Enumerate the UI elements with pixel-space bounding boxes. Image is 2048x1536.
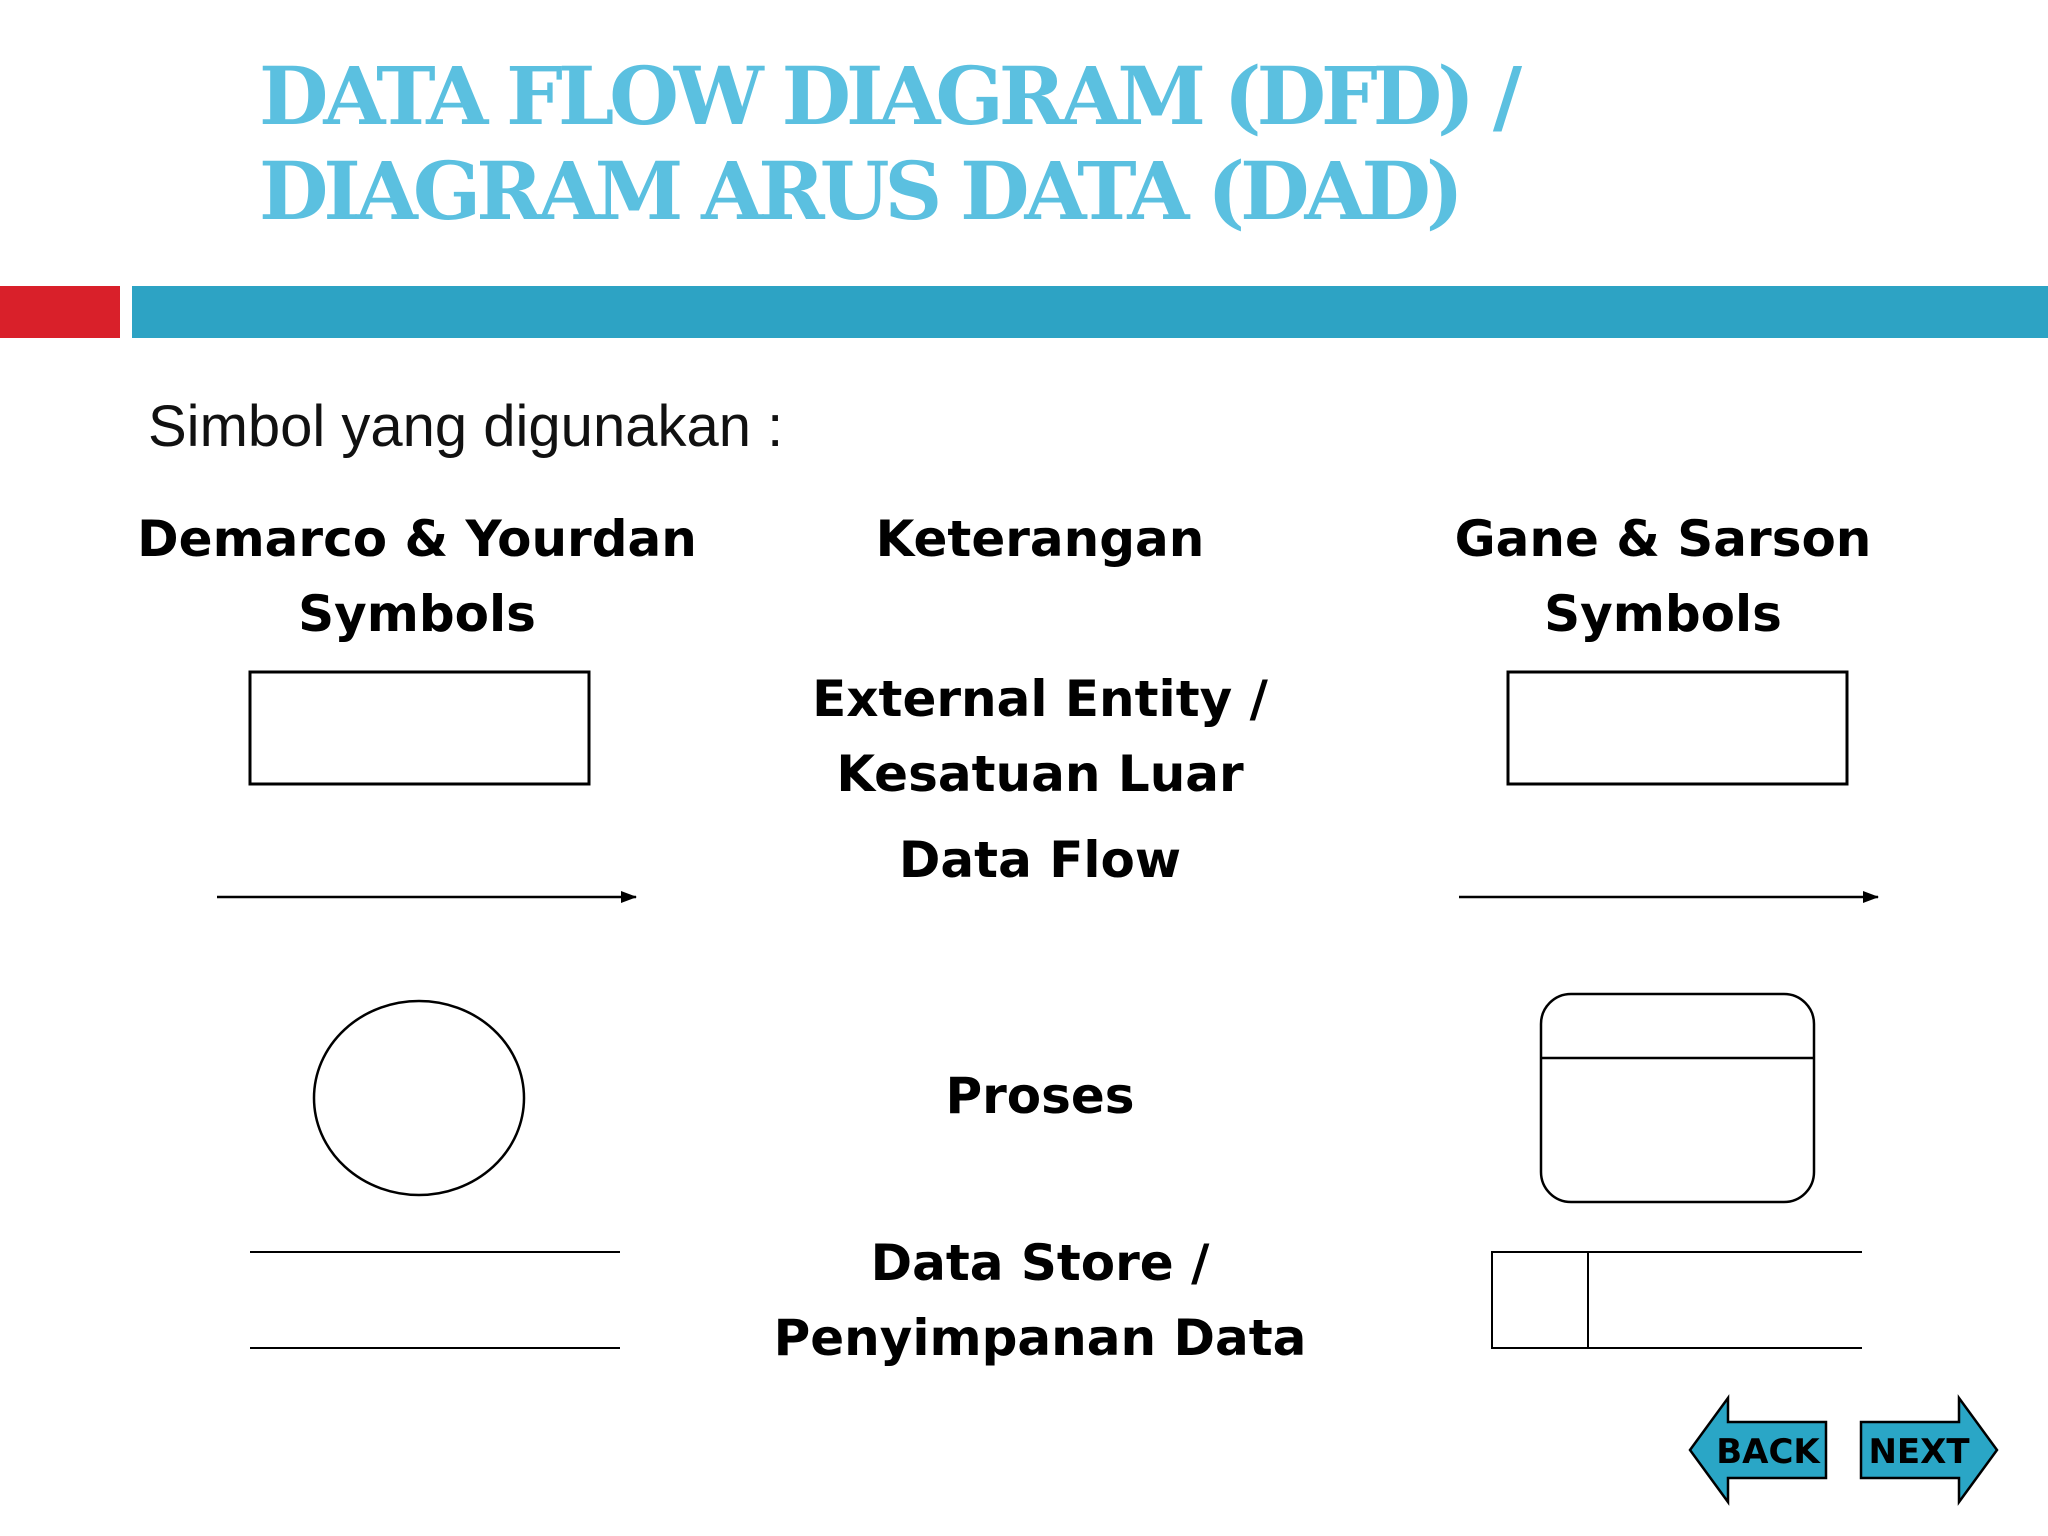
column-header-gane-sarson: Gane & Sarson Symbols: [1363, 502, 1963, 652]
label-process-text: Proses: [945, 1067, 1135, 1125]
next-arrow-icon: [1859, 1394, 1999, 1506]
label-data-store-line1: Data Store /: [870, 1234, 1210, 1292]
slide-title-line-1: DATA FLOW DIAGRAM (DFD) /: [259, 49, 1522, 143]
next-button[interactable]: NEXT: [1856, 1394, 2001, 1506]
label-data-store: Data Store / Penyimpanan Data: [740, 1226, 1340, 1376]
slide-title-line-2: DIAGRAM ARUS DATA (DAD): [259, 144, 1464, 238]
label-external-entity-line2: Kesatuan Luar: [836, 745, 1244, 803]
label-external-entity: External Entity / Kesatuan Luar: [740, 662, 1340, 812]
dy-process-circle: [312, 999, 526, 1197]
label-data-store-line2: Penyimpanan Data: [773, 1309, 1307, 1367]
back-button[interactable]: BACK: [1686, 1394, 1831, 1506]
column-header-keterangan: Keterangan: [740, 502, 1340, 577]
column-header-gane-line1: Gane & Sarson: [1454, 510, 1872, 568]
dy-external-entity-rectangle: [248, 670, 591, 786]
label-process: Proses: [740, 1059, 1340, 1134]
gs-data-store-open-rectangle: [1491, 1251, 1862, 1349]
gs-external-entity-rectangle: [1506, 670, 1849, 786]
label-data-flow-text: Data Flow: [898, 831, 1182, 889]
column-header-demarco-yourdan: Demarco & Yourdan Symbols: [117, 502, 717, 652]
next-button-label: NEXT: [1868, 1432, 1970, 1472]
column-header-gane-line2: Symbols: [1544, 585, 1782, 643]
label-external-entity-line1: External Entity /: [812, 670, 1268, 728]
column-header-keterangan-text: Keterangan: [875, 510, 1205, 568]
column-header-demarco-line2: Symbols: [298, 585, 536, 643]
intro-text: Simbol yang digunakan :: [148, 394, 784, 459]
back-button-label: BACK: [1716, 1432, 1821, 1472]
column-header-demarco-line1: Demarco & Yourdan: [137, 510, 697, 568]
gs-process-rounded-rectangle: [1539, 992, 1816, 1204]
label-data-flow: Data Flow: [740, 823, 1340, 898]
accent-bar-blue: [132, 286, 2048, 338]
accent-bar-red: [0, 286, 120, 338]
back-arrow-icon: [1688, 1394, 1828, 1506]
